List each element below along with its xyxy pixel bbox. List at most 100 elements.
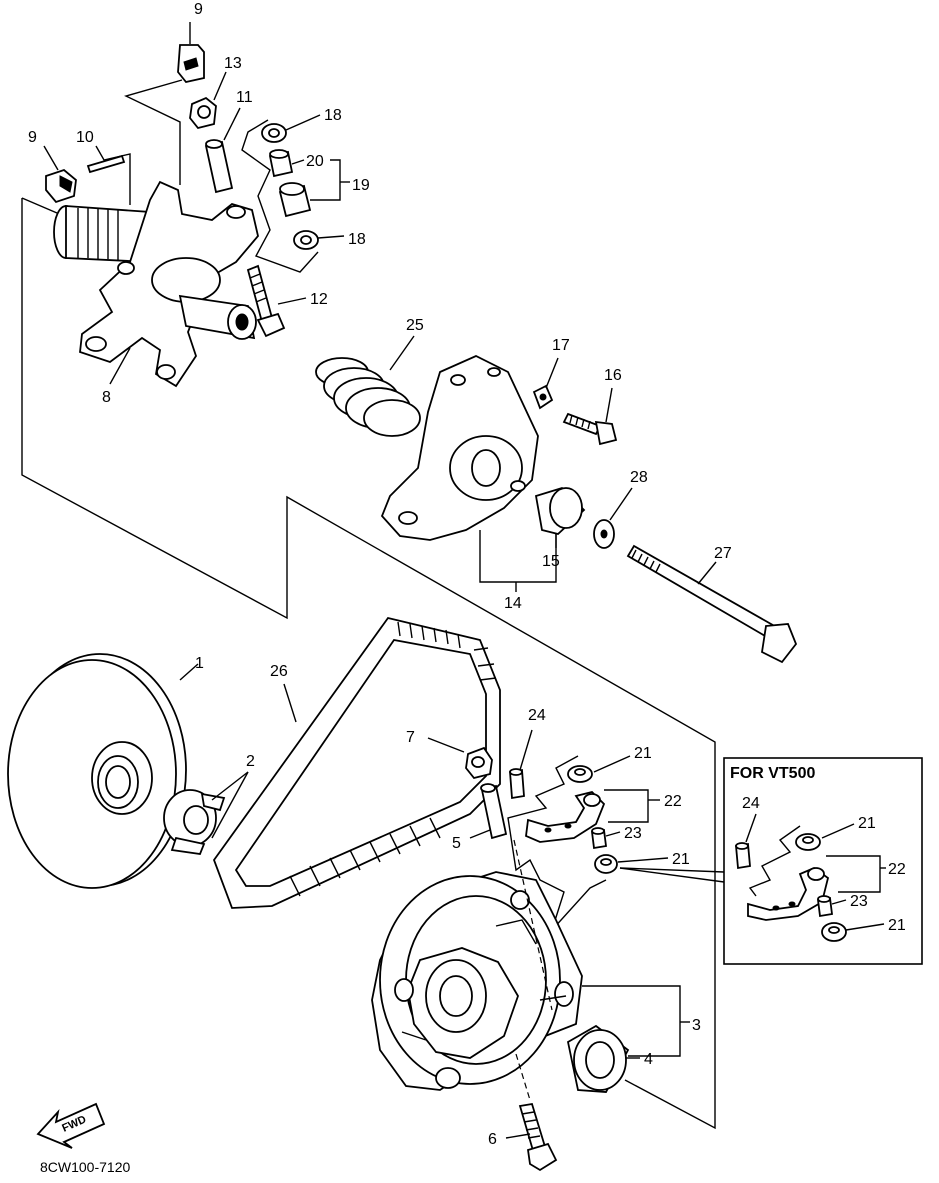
callout-7: 7	[406, 729, 415, 746]
inset-bracket-22	[826, 855, 881, 893]
leader-line	[179, 663, 199, 681]
callout-25: 25	[406, 317, 424, 334]
callout-12: 12	[310, 291, 328, 308]
dashed-axis	[513, 839, 553, 1011]
leader-line	[593, 755, 631, 773]
part-6-bolt	[518, 1102, 558, 1172]
footer-code: 8CW100-7120	[40, 1159, 130, 1175]
leader-line	[211, 771, 249, 839]
callout-5: 5	[452, 835, 461, 852]
leader-line	[619, 867, 725, 873]
callout-10: 10	[76, 129, 94, 146]
part-4-bushing	[566, 1024, 630, 1093]
leader-line	[213, 71, 227, 101]
inset-callout-21-top: 21	[858, 815, 876, 832]
part-22-weight-arm	[525, 791, 606, 843]
callout-28: 28	[630, 469, 648, 486]
inset-part-22-weight-arm	[747, 866, 830, 921]
callout-15: 15	[542, 553, 560, 570]
inset-callout-23: 23	[850, 893, 868, 910]
part-9-left-clip	[45, 168, 77, 204]
leader-line	[469, 829, 491, 839]
part-1-fixed-sheave	[7, 653, 187, 889]
leader-line	[43, 145, 59, 171]
leader-line	[697, 561, 717, 585]
leader-line	[845, 923, 885, 931]
part-11-pin	[204, 139, 234, 194]
part-18-washer-bottom	[293, 230, 319, 250]
callout-18-top: 18	[324, 107, 342, 124]
frame-line	[21, 198, 716, 1130]
part-5-pin	[480, 783, 508, 840]
leader-line	[505, 1133, 531, 1139]
part-7-nut	[465, 746, 493, 780]
bracket-3	[582, 985, 681, 1057]
callout-23: 23	[624, 825, 642, 842]
inset-callout-21-bottom: 21	[888, 917, 906, 934]
part-21-roller-bottom	[594, 854, 618, 874]
leader-line	[545, 357, 559, 389]
callout-14: 14	[504, 595, 522, 612]
part-16-bolt	[562, 412, 618, 446]
part-18-washer-top	[261, 123, 287, 143]
leader-line	[389, 335, 415, 371]
callout-21-bottom: 21	[672, 851, 690, 868]
inset-part-21-roller-top	[795, 833, 821, 851]
leader-line	[124, 79, 183, 185]
callout-4: 4	[644, 1051, 653, 1068]
callout-17: 17	[552, 337, 570, 354]
callout-6: 6	[488, 1131, 497, 1148]
callout-13: 13	[224, 55, 242, 72]
leader-line	[109, 347, 131, 385]
part-13-nut	[189, 96, 217, 130]
bracket-14	[479, 530, 557, 583]
callout-1: 1	[195, 655, 204, 672]
callout-19: 19	[352, 177, 370, 194]
leader-line	[277, 297, 307, 305]
callout-22: 22	[664, 793, 682, 810]
leader-line	[617, 857, 669, 863]
part-9-clip	[177, 44, 205, 84]
bracket-19	[310, 159, 341, 201]
leader-line	[285, 114, 321, 131]
callout-27: 27	[714, 545, 732, 562]
inset-title: FOR VT500	[730, 765, 815, 782]
leader-line	[745, 813, 757, 843]
leader-line	[223, 107, 241, 141]
part-27-long-bolt	[626, 544, 798, 664]
callout-18-bottom: 18	[348, 231, 366, 248]
callout-16: 16	[604, 367, 622, 384]
callout-26: 26	[270, 663, 288, 680]
callout-9-left: 9	[28, 129, 37, 146]
callout-2: 2	[246, 753, 255, 770]
callout-20: 20	[306, 153, 324, 170]
callout-9-top: 9	[194, 1, 203, 18]
dashed-axis	[515, 1053, 531, 1101]
leader-line	[519, 729, 533, 771]
part-23-pin	[590, 827, 608, 850]
leader-line	[291, 159, 305, 165]
part-20-bushing	[268, 149, 294, 178]
part-25-spring	[315, 357, 421, 437]
leader-line	[605, 831, 621, 837]
inset-callout-24: 24	[742, 795, 760, 812]
callout-24: 24	[528, 707, 546, 724]
part-21-roller-top	[567, 765, 593, 783]
leader-line	[241, 119, 319, 273]
leader-line	[748, 825, 801, 897]
leader-line	[605, 387, 613, 423]
bracket-22	[604, 789, 649, 823]
callout-3: 3	[692, 1017, 701, 1034]
leader-line	[831, 899, 847, 905]
part-3-moving-sheave	[371, 871, 583, 1091]
leader-line	[609, 487, 633, 521]
part-2-collar	[163, 789, 226, 855]
part-19-collar	[278, 182, 312, 218]
part-12-bolt	[246, 264, 286, 338]
part-15-bushing	[534, 486, 586, 535]
fwd-arrow-icon: FWD	[36, 1102, 106, 1149]
part-17-clip	[532, 384, 554, 410]
part-8-spider-hub	[53, 180, 259, 388]
inset-part-24-pin	[735, 842, 751, 870]
